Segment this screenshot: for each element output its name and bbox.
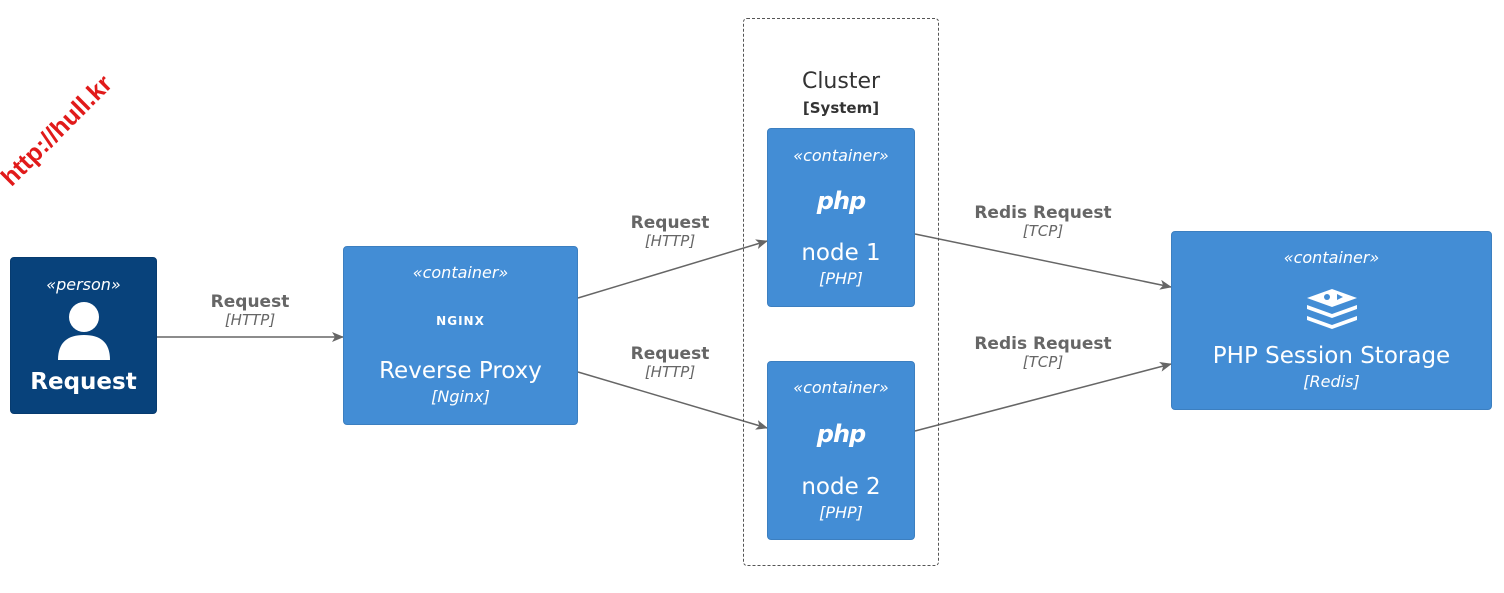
- edge-label-text: Request: [630, 213, 710, 233]
- storage-stereotype: «container»: [1283, 248, 1380, 267]
- container-node-2[interactable]: «container» php node 2 [PHP]: [767, 361, 915, 540]
- edge-label-text: Redis Request: [974, 334, 1112, 354]
- edge-node2-storage: [914, 361, 1172, 432]
- node2-name: node 2: [801, 474, 881, 500]
- edge-label-person-proxy: Request [HTTP]: [180, 292, 320, 329]
- edge-label-node1-storage: Redis Request [TCP]: [953, 203, 1133, 240]
- edge-label-proxy-node1: Request [HTTP]: [600, 213, 740, 250]
- cluster-subtitle: [System]: [802, 99, 880, 117]
- edge-proxy-node1: [577, 239, 768, 299]
- person-name: Request: [30, 369, 137, 395]
- node1-stereotype: «container»: [793, 146, 889, 165]
- edge-label-text: Request: [210, 292, 290, 312]
- person-request[interactable]: «person» Request: [10, 257, 157, 414]
- edge-node1-storage: [914, 233, 1172, 290]
- edge-label-tech: [TCP]: [1022, 353, 1064, 371]
- edge-label-text: Request: [630, 344, 710, 364]
- node1-tech: [PHP]: [819, 269, 863, 288]
- storage-name: PHP Session Storage: [1212, 343, 1451, 369]
- edge-label-tech: [HTTP]: [224, 311, 276, 329]
- cluster-boundary: Cluster [System]: [743, 18, 939, 566]
- php-logo: php: [816, 187, 866, 215]
- edge-label-proxy-node2: Request [HTTP]: [600, 344, 740, 381]
- node2-stereotype: «container»: [793, 378, 889, 397]
- person-stereotype: «person»: [46, 275, 121, 294]
- node1-name: node 1: [801, 240, 881, 266]
- edge-label-text: Redis Request: [974, 203, 1112, 223]
- person-icon: [58, 302, 110, 360]
- node2-tech: [PHP]: [819, 503, 863, 522]
- storage-tech: [Redis]: [1303, 372, 1360, 391]
- proxy-tech: [Nginx]: [431, 387, 490, 406]
- edge-label-tech: [HTTP]: [644, 363, 696, 381]
- proxy-name: Reverse Proxy: [379, 358, 542, 384]
- edge-label-tech: [TCP]: [1022, 222, 1064, 240]
- edge-proxy-node2: [577, 371, 768, 430]
- edge-label-node2-storage: Redis Request [TCP]: [953, 334, 1133, 371]
- container-php-session-storage[interactable]: «container» PHP Session Storage [Redis]: [1171, 231, 1492, 410]
- cluster-title: Cluster: [801, 69, 881, 94]
- php-logo: php: [816, 420, 866, 448]
- redis-icon: [1307, 289, 1357, 329]
- nginx-logo: NGINX: [436, 314, 485, 328]
- container-reverse-proxy[interactable]: «container» NGINX Reverse Proxy [Nginx]: [343, 246, 578, 425]
- edge-label-tech: [HTTP]: [644, 232, 696, 250]
- proxy-stereotype: «container»: [412, 263, 509, 282]
- container-node-1[interactable]: «container» php node 1 [PHP]: [767, 128, 915, 307]
